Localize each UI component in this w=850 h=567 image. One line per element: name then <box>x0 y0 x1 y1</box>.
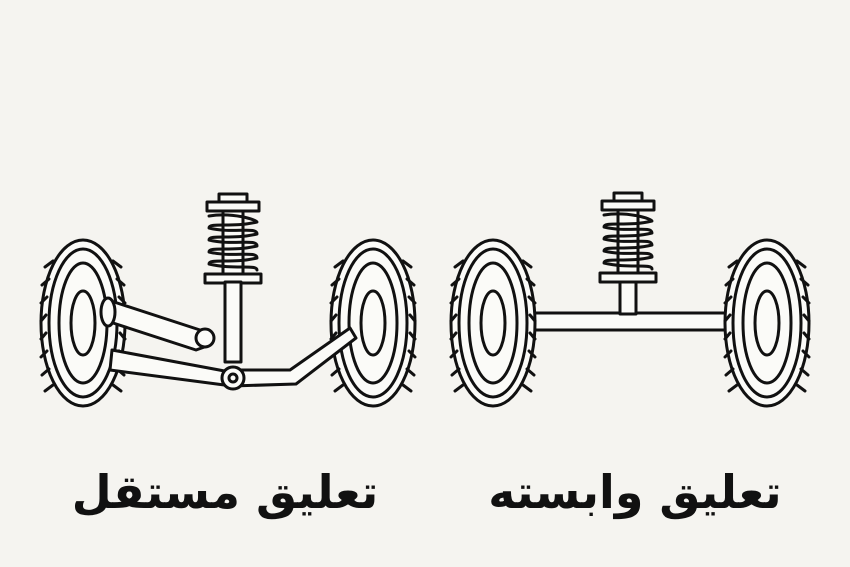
dependent-suspension <box>449 191 811 408</box>
solid-axle <box>508 311 752 332</box>
coil-spring-shock-dependent <box>598 191 658 284</box>
caption-dependent-suspension: تعلیق وابسته <box>488 465 782 519</box>
independent-suspension <box>39 192 417 408</box>
lower-arm-link <box>108 348 234 388</box>
coil-spring-shock-independent <box>203 192 263 285</box>
right-wheel-independent <box>329 238 417 408</box>
pivot-joint <box>220 365 246 391</box>
arm-joint <box>194 327 216 349</box>
caption-independent-suspension: تعلیق مستقل <box>71 465 379 519</box>
left-wheel-dependent <box>449 238 537 408</box>
right-wheel-dependent <box>723 238 811 408</box>
